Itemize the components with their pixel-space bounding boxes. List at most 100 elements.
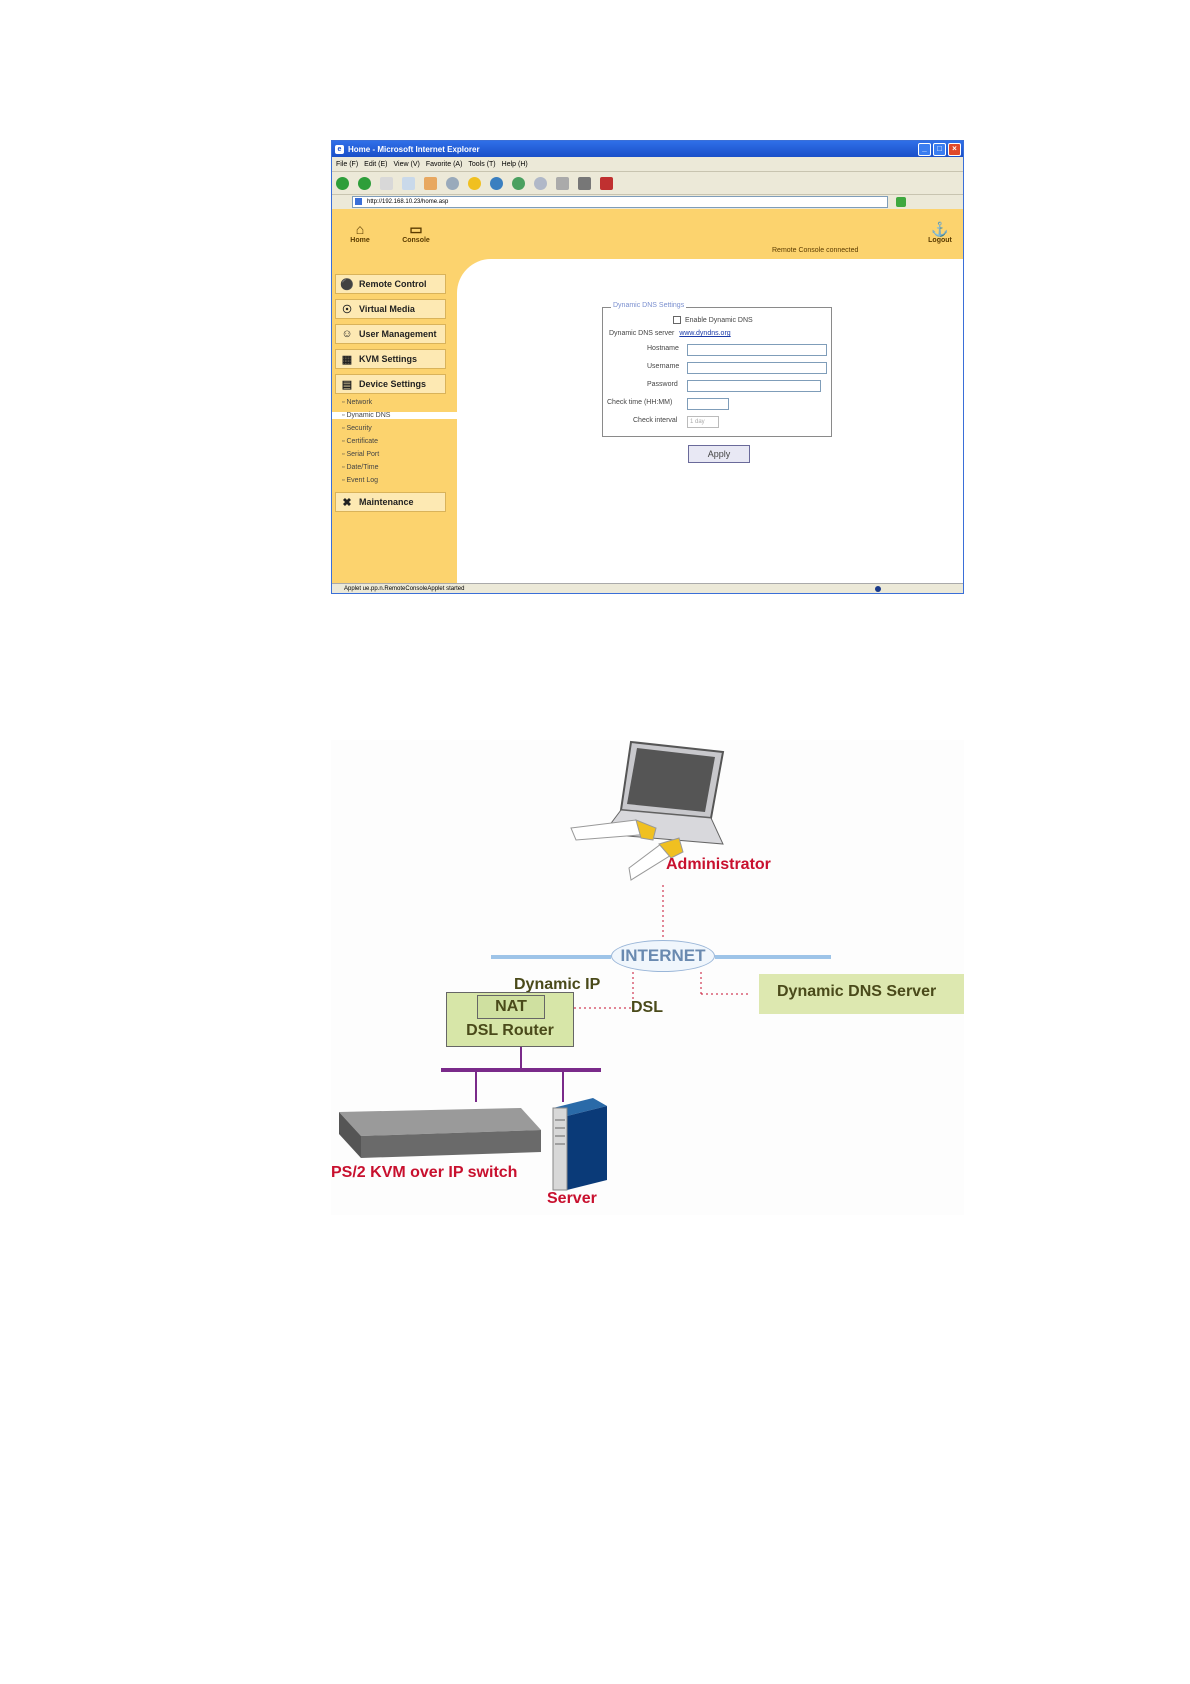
dynamic-ip-label: Dynamic IP (514, 976, 601, 993)
nav-user-management[interactable]: ☺ User Management (335, 324, 446, 344)
interval-label: Check interval (633, 417, 678, 424)
interval-select[interactable]: 1 day (687, 416, 719, 428)
enable-dynamic-dns-checkbox[interactable] (673, 316, 681, 324)
status-text: Applet ue.pp.n.RemoteConsoleApplet start… (344, 586, 465, 592)
toolbar (332, 172, 963, 195)
forward-icon[interactable] (358, 176, 371, 190)
nav-kvm-settings[interactable]: ▦ KVM Settings (335, 349, 446, 369)
network-diagram: Administrator INTERNET Dynamic IP DSL Dy… (331, 740, 964, 1215)
users-icon: ☺ (341, 328, 353, 340)
nav-label: KVM Settings (359, 354, 418, 364)
media-icon: ☉ (342, 303, 352, 316)
menu-tools[interactable]: Tools (T) (468, 160, 496, 168)
server-row: Dynamic DNS server www.dyndns.org (609, 330, 731, 337)
diagram-lines (339, 740, 831, 1191)
menu-file[interactable]: File (F) (336, 160, 359, 168)
administrator-label: Administrator (666, 856, 771, 873)
console-button[interactable]: ▭ Console (396, 221, 436, 244)
apply-button[interactable]: Apply (688, 445, 750, 463)
nav-remote-control[interactable]: ⚫ Remote Control (335, 274, 446, 294)
wrench-icon: ✖ (342, 496, 352, 509)
anchor-icon: ⚓ (931, 221, 949, 237)
print-icon[interactable] (556, 176, 569, 190)
server-label: Server (547, 1190, 597, 1207)
page-icon (355, 198, 362, 205)
menu-favorite[interactable]: Favorite (A) (425, 160, 463, 168)
favorites-icon[interactable] (468, 176, 481, 190)
nav-label: Maintenance (359, 497, 414, 507)
history-icon[interactable] (512, 176, 525, 190)
subnav-security[interactable]: Security (342, 425, 371, 432)
ddns-server-box: Dynamic DNS Server (759, 974, 964, 1014)
subnav-event-log[interactable]: Event Log (342, 477, 378, 484)
minimize-button[interactable]: _ (918, 142, 931, 156)
hands-icon (570, 819, 684, 881)
kvm-icon: ▦ (341, 353, 353, 366)
router-label: DSL Router (466, 1022, 554, 1039)
username-label: Username (647, 363, 680, 370)
search-icon[interactable] (446, 176, 459, 190)
mail-icon[interactable] (534, 176, 547, 190)
server-link[interactable]: www.dyndns.org (679, 330, 731, 337)
remote-icon: ⚫ (340, 278, 354, 291)
address-bar: http://192.168.10.23/home.asp (332, 195, 963, 210)
title-bar: e Home - Microsoft Internet Explorer _ □… (332, 141, 963, 157)
console-label: Console (402, 237, 430, 244)
password-label: Password (647, 381, 678, 388)
enable-label: Enable Dynamic DNS (685, 316, 753, 324)
nav-label: Device Settings (359, 379, 427, 389)
window-icon: ▭ (409, 221, 423, 237)
connection-status: Remote Console connected (772, 247, 859, 254)
home-button[interactable]: ⌂ Home (340, 221, 380, 244)
back-icon[interactable] (336, 176, 349, 190)
edit-icon[interactable] (578, 176, 591, 190)
nav-maintenance[interactable]: ✖ Maintenance (335, 492, 446, 512)
username-input[interactable] (687, 362, 827, 374)
address-input[interactable]: http://192.168.10.23/home.asp (352, 196, 888, 208)
nav-device-settings[interactable]: ▤ Device Settings (335, 374, 446, 394)
kvm-switch-icon (339, 1108, 541, 1158)
subnav-date-time[interactable]: Date/Time (342, 464, 378, 471)
internet-cloud: INTERNET (611, 940, 715, 972)
device-icon: ▤ (341, 378, 353, 391)
menu-help[interactable]: Help (H) (501, 160, 528, 168)
stop-icon[interactable] (380, 176, 393, 190)
nav-label: Remote Control (359, 279, 427, 289)
kvm-switch-label: PS/2 KVM over IP switch (331, 1164, 518, 1181)
nav-label: Virtual Media (359, 304, 415, 314)
close-button[interactable]: × (948, 142, 961, 156)
enable-dynamic-dns-row[interactable]: Enable Dynamic DNS (673, 316, 753, 324)
content-area (457, 259, 963, 583)
browser-window: e Home - Microsoft Internet Explorer _ □… (331, 140, 964, 594)
menu-edit[interactable]: Edit (E) (364, 160, 388, 168)
fieldset-legend: Dynamic DNS Settings (611, 302, 687, 309)
nav-label: User Management (359, 329, 437, 339)
internet-zone-icon (875, 586, 881, 592)
menu-bar: File (F) Edit (E) View (V) Favorite (A) … (332, 157, 963, 172)
kvm-web-app: ⌂ Home ▭ Console Remote Console connecte… (332, 209, 963, 583)
menu-view[interactable]: View (V) (393, 160, 420, 168)
subnav-serial-port[interactable]: Serial Port (342, 451, 379, 458)
logout-label: Logout (928, 237, 952, 244)
media-icon[interactable] (490, 176, 503, 190)
nav-virtual-media[interactable]: ☉ Virtual Media (335, 299, 446, 319)
home-icon[interactable] (424, 176, 437, 190)
ie-icon: e (335, 144, 344, 154)
nat-box: NAT (477, 995, 545, 1019)
logout-button[interactable]: ⚓ Logout (920, 221, 960, 244)
maximize-button[interactable]: □ (933, 142, 946, 156)
subnav-dynamic-dns[interactable]: Dynamic DNS (332, 412, 457, 419)
status-bar: Applet ue.pp.n.RemoteConsoleApplet start… (332, 583, 963, 593)
subnav-certificate[interactable]: Certificate (342, 438, 378, 445)
messenger-icon[interactable] (600, 176, 613, 190)
password-input[interactable] (687, 380, 821, 392)
dynamic-dns-fieldset: Dynamic DNS Settings Enable Dynamic DNS … (602, 302, 832, 437)
refresh-icon[interactable] (402, 176, 415, 190)
hostname-input[interactable] (687, 344, 827, 356)
hostname-label: Hostname (647, 345, 679, 352)
server-label: Dynamic DNS server (609, 330, 675, 337)
checktime-input[interactable] (687, 398, 729, 410)
go-button[interactable] (896, 197, 906, 207)
subnav-network[interactable]: Network (342, 399, 372, 406)
dsl-router-box: NAT DSL Router (446, 992, 574, 1047)
